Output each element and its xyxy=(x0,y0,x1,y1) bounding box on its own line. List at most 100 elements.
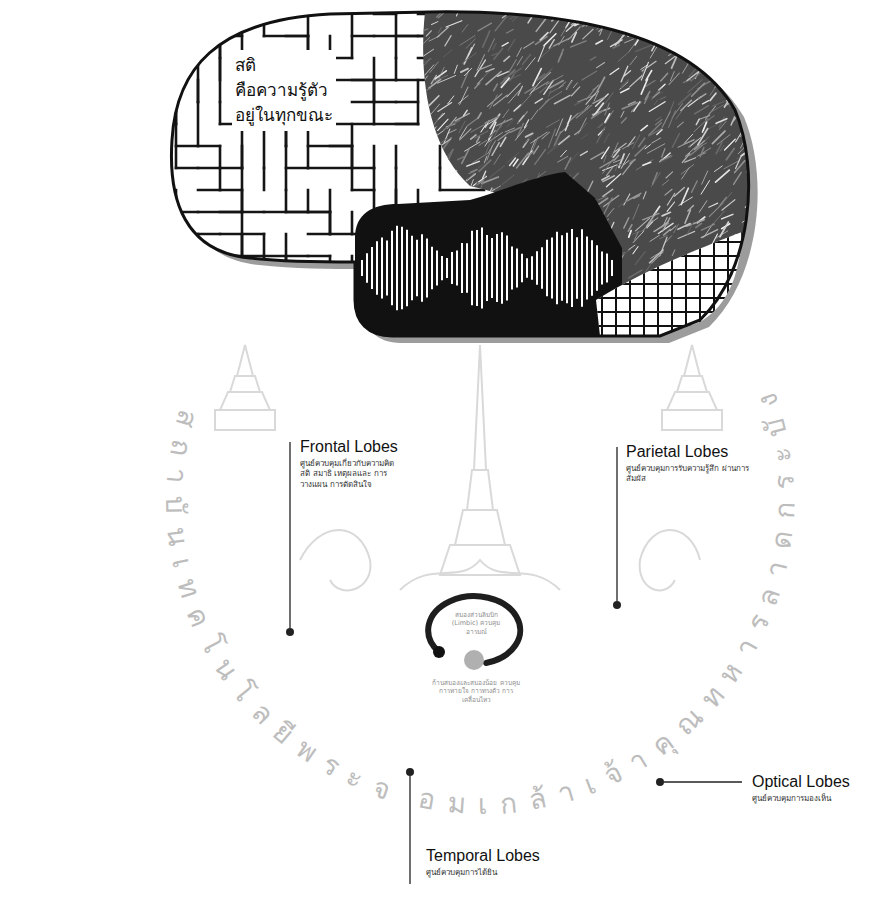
fur-stroke xyxy=(604,198,613,215)
fur-stroke xyxy=(626,193,641,201)
fur-stroke xyxy=(583,29,593,39)
wave-bar xyxy=(611,260,613,276)
wave-bar xyxy=(401,227,403,309)
fur-stroke xyxy=(649,102,665,112)
fur-stroke xyxy=(508,3,516,9)
watermark-glyph: ยี xyxy=(268,717,298,749)
maze-line xyxy=(329,190,332,234)
wave-bar xyxy=(591,240,593,296)
fur-stroke xyxy=(636,44,654,51)
fur-stroke xyxy=(507,83,520,97)
fur-stroke xyxy=(621,89,629,93)
fur-stroke xyxy=(572,2,579,11)
fur-stroke xyxy=(624,4,636,13)
fur-stroke xyxy=(674,187,684,196)
fur-stroke xyxy=(519,115,524,121)
fur-stroke xyxy=(742,279,747,284)
fur-stroke xyxy=(743,306,749,312)
fur-stroke xyxy=(438,13,443,18)
fur-stroke xyxy=(417,124,423,137)
fur-stroke xyxy=(528,17,532,23)
fur-stroke xyxy=(501,78,509,87)
fur-stroke xyxy=(433,171,447,177)
fur-stroke xyxy=(726,148,734,159)
fur-stroke xyxy=(757,15,765,24)
fur-stroke xyxy=(750,327,766,335)
fur-stroke xyxy=(747,45,758,60)
fur-stroke xyxy=(635,232,639,240)
fur-stroke xyxy=(654,222,668,232)
fur-stroke xyxy=(490,130,498,144)
fur-stroke xyxy=(758,186,767,190)
fur-stroke xyxy=(507,153,519,163)
fur-stroke xyxy=(651,28,658,35)
fur-stroke xyxy=(643,192,646,199)
fur-stroke xyxy=(643,162,651,165)
fur-stroke xyxy=(516,153,528,168)
fur-stroke xyxy=(756,238,767,245)
fur-stroke xyxy=(576,123,586,135)
fur-stroke xyxy=(535,149,546,164)
wave-bar xyxy=(406,230,408,307)
fur-stroke xyxy=(760,323,768,329)
fur-stroke xyxy=(756,0,766,9)
grid-line xyxy=(713,220,715,340)
fur-stroke xyxy=(731,59,741,72)
wave-bar xyxy=(386,240,388,295)
fur-stroke xyxy=(758,234,765,245)
fur-stroke xyxy=(439,67,444,78)
fur-stroke xyxy=(709,27,713,33)
fur-stroke xyxy=(486,144,490,153)
grid-line xyxy=(699,220,701,340)
fur-stroke xyxy=(611,0,625,8)
grid-line xyxy=(587,220,589,340)
fur-stroke xyxy=(702,171,708,184)
fur-stroke xyxy=(528,140,535,158)
fur-stroke xyxy=(603,159,613,173)
wave-bar xyxy=(536,251,538,284)
grid-line xyxy=(585,269,750,271)
fur-stroke xyxy=(660,237,667,256)
fur-stroke xyxy=(755,317,768,324)
caption-line: สติ xyxy=(235,53,333,78)
fur-stroke xyxy=(513,159,518,166)
fur-stroke xyxy=(565,116,571,131)
fur-stroke xyxy=(654,100,657,105)
fur-stroke xyxy=(753,273,760,283)
fur-stroke xyxy=(424,58,431,65)
fur-stroke xyxy=(629,245,635,249)
fur-stroke xyxy=(723,316,728,325)
fur-stroke xyxy=(471,180,474,188)
fur-stroke xyxy=(742,214,757,223)
fur-stroke xyxy=(446,188,452,198)
fur-stroke xyxy=(461,71,468,88)
fur-stroke xyxy=(605,103,609,115)
fur-stroke xyxy=(467,118,478,126)
fur-stroke xyxy=(758,166,768,174)
fur-stroke xyxy=(666,172,673,178)
fur-stroke xyxy=(758,28,769,32)
fur-stroke xyxy=(759,236,766,254)
fur-stroke xyxy=(616,12,621,23)
maze-line xyxy=(198,145,220,148)
fur-stroke xyxy=(451,190,454,196)
fur-stroke xyxy=(687,70,700,80)
maze-line xyxy=(439,146,442,168)
sound-wave xyxy=(362,226,612,311)
fur-stroke xyxy=(432,138,448,149)
fur-stroke xyxy=(618,51,630,62)
watermark-glyph: ร xyxy=(318,750,345,782)
wave-bar xyxy=(461,243,463,293)
fur-stroke xyxy=(687,23,697,35)
fur-stroke xyxy=(420,29,428,32)
maze-line xyxy=(330,233,352,236)
watermark-glyph: า xyxy=(624,745,652,777)
fur-stroke xyxy=(699,201,707,212)
fur-stroke xyxy=(492,53,498,56)
fur-stroke xyxy=(645,145,650,149)
maze-line xyxy=(374,123,418,126)
watermark-glyph: ท xyxy=(172,575,204,600)
fur-stroke xyxy=(546,120,559,127)
fur-stroke xyxy=(722,214,733,219)
wave-bar xyxy=(601,252,603,285)
